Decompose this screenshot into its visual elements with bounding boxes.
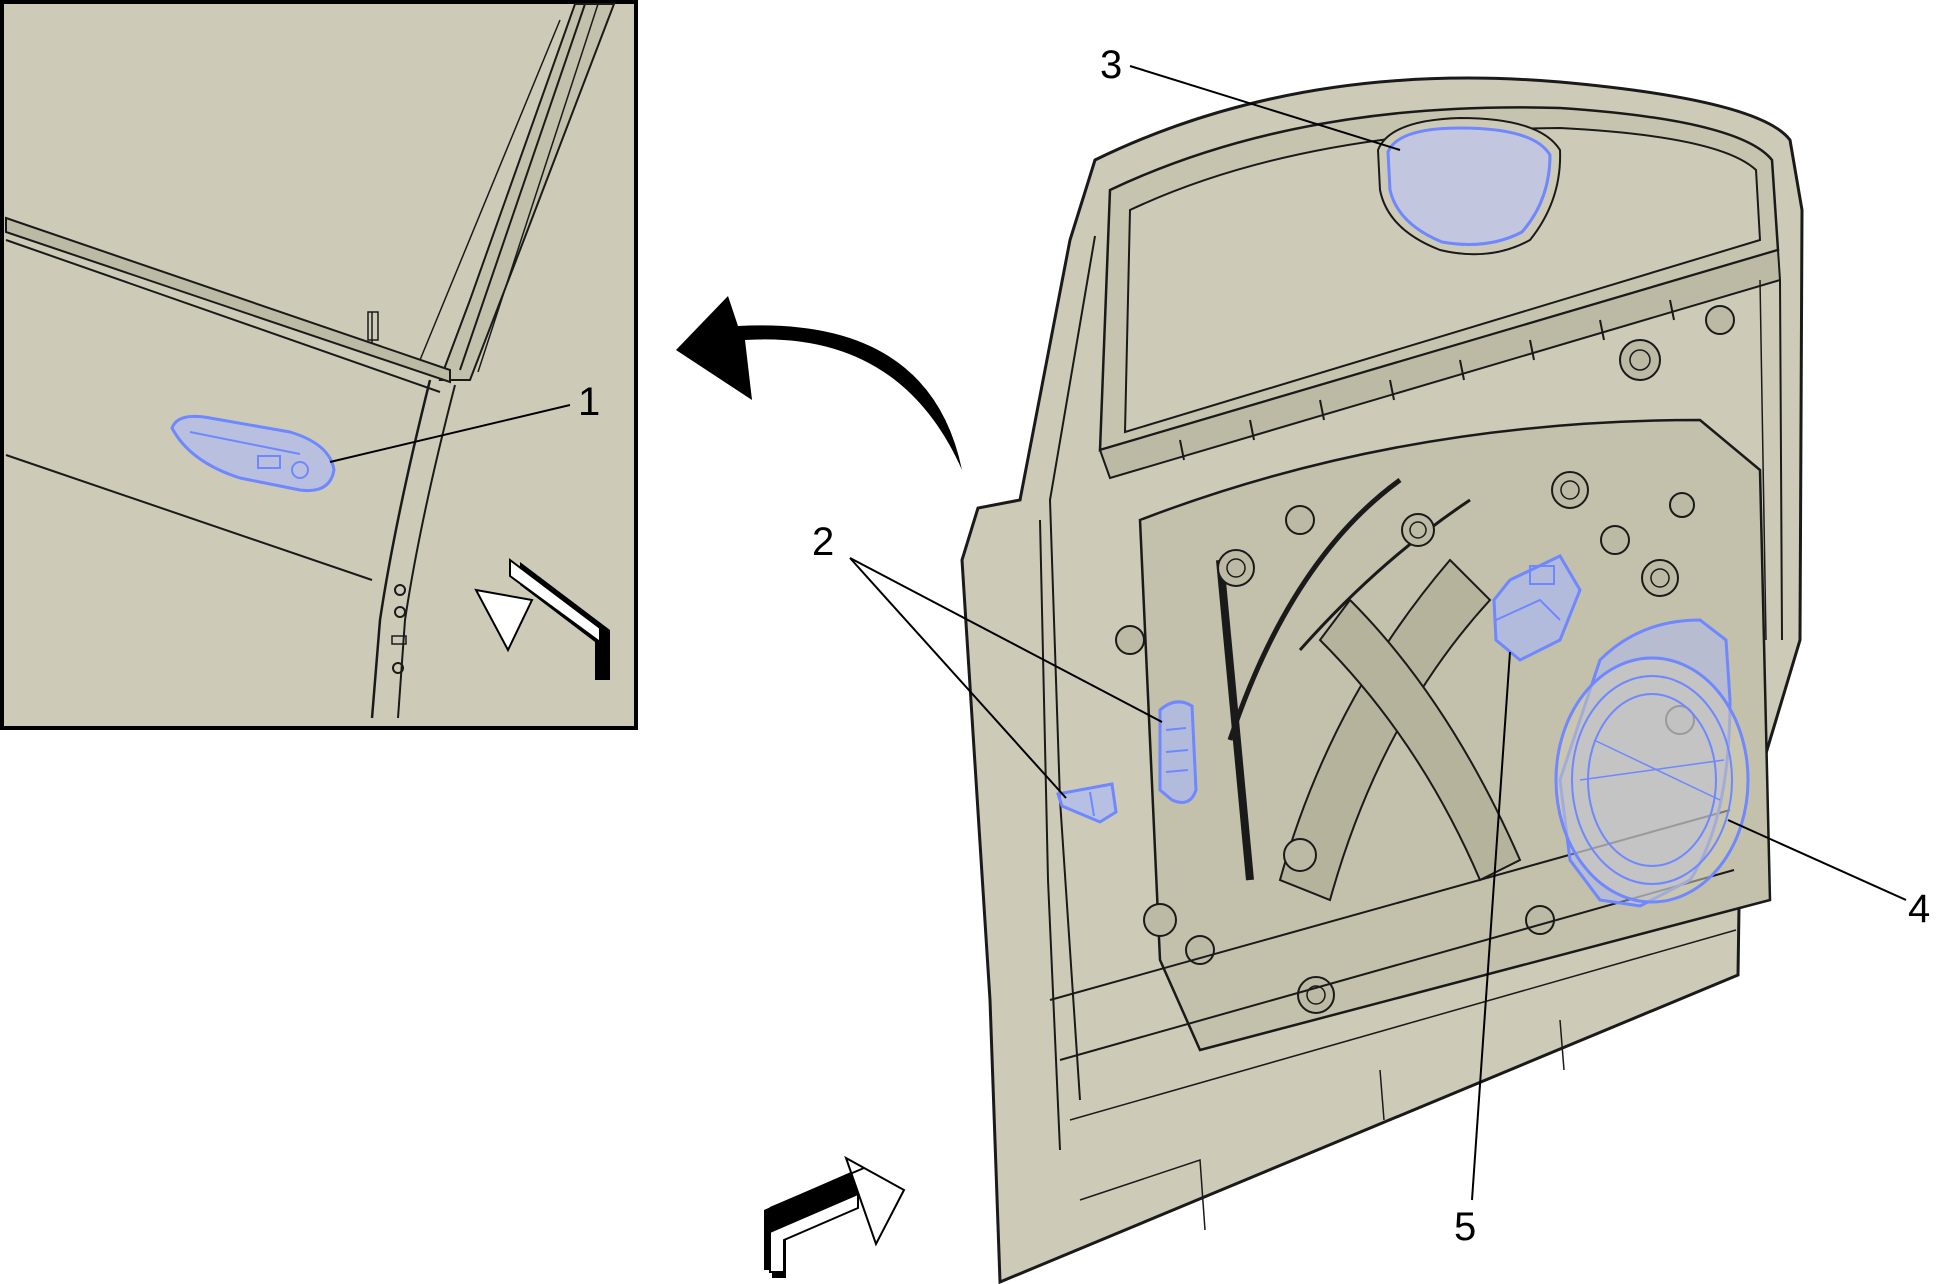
callout-leaders bbox=[849, 65, 1907, 1201]
view-direction-arrow-icon bbox=[474, 557, 610, 680]
speaker-highlight bbox=[1554, 618, 1750, 908]
callout-3: 3 bbox=[1100, 43, 1122, 87]
callout-4: 4 bbox=[1908, 887, 1930, 931]
window-motor-highlight bbox=[1492, 554, 1582, 662]
view-direction-arrow-icon bbox=[764, 1155, 906, 1278]
latch-bracket-upper-highlight bbox=[1158, 700, 1198, 804]
latch-bracket-lower-highlight bbox=[1056, 782, 1118, 824]
callout-5: 5 bbox=[1454, 1205, 1476, 1249]
callout-2: 2 bbox=[812, 520, 834, 564]
detail-pointer-arrow-icon bbox=[676, 296, 962, 470]
door-handle-highlight bbox=[170, 414, 336, 493]
mirror-patch-highlight bbox=[1376, 116, 1562, 256]
door-assembly bbox=[960, 76, 1804, 1284]
callout-1: 1 bbox=[578, 380, 600, 424]
detail-inset bbox=[0, 0, 638, 730]
